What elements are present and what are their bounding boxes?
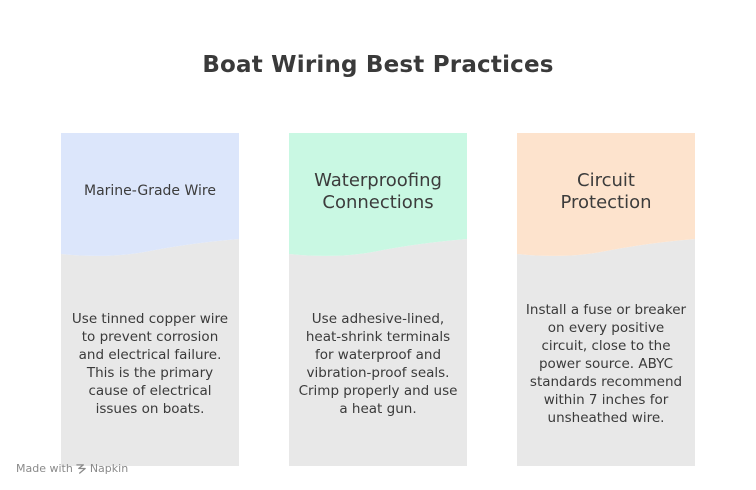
card-body-text: Install a fuse or breaker on every posit…	[525, 301, 687, 426]
made-with-napkin-footer[interactable]: Made with Napkin	[16, 462, 128, 475]
card-heading-line1: Circuit	[577, 169, 635, 191]
card-circuit-protection: Circuit Protection Install a fuse or bre…	[517, 133, 695, 466]
card-heading-line2: Protection	[560, 192, 652, 213]
napkin-brand-label: Napkin	[89, 462, 129, 475]
napkin-logo-icon	[76, 464, 86, 474]
card-heading-text: Marine-Grade Wire	[84, 183, 216, 200]
card-body-shape	[289, 239, 467, 466]
card-heading-line1: Waterproofing	[314, 169, 442, 191]
page-title: Boat Wiring Best Practices	[202, 52, 554, 78]
card-background	[289, 133, 467, 466]
card-body-text: Use adhesive-lined, heat-shrink terminal…	[298, 310, 458, 417]
card-head-shape	[61, 133, 239, 256]
card-head-shape	[289, 133, 467, 256]
card-body-text: Use tinned copper wire to prevent corros…	[71, 310, 229, 417]
card-head-shape	[517, 133, 695, 256]
card-heading: Circuit Protection	[517, 133, 695, 251]
card-heading: Marine-Grade Wire	[61, 133, 239, 251]
made-with-label: Made with	[16, 462, 73, 475]
card-heading: Waterproofing Connections	[289, 133, 467, 251]
card-waterproofing-connections: Waterproofing Connections Use adhesive-l…	[289, 133, 467, 466]
card-background	[517, 133, 695, 466]
card-body-shape	[61, 239, 239, 466]
card-background	[61, 133, 239, 466]
card-marine-grade-wire: Marine-Grade Wire Use tinned copper wire…	[61, 133, 239, 466]
card-body-shape	[517, 239, 695, 466]
card-heading-line2: Connections	[322, 192, 434, 213]
